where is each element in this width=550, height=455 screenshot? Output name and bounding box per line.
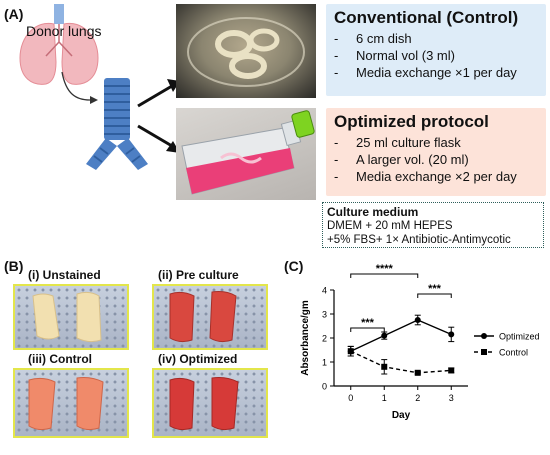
optimized-tissue-photo	[152, 368, 268, 438]
list-item: -Media exchange ×2 per day	[334, 169, 517, 184]
legend-label: Optimized	[499, 332, 540, 342]
y-tick-label: 0	[322, 382, 327, 392]
caption-optimized: (iv) Optimized	[158, 352, 238, 366]
y-axis-label: Absorbance/gm	[300, 300, 311, 376]
petri-dish-photo	[176, 4, 316, 98]
list-item: -A larger vol. (20 ml)	[334, 152, 469, 167]
data-point	[448, 331, 455, 338]
list-item: -Normal vol (3 ml)	[334, 48, 455, 63]
data-point	[347, 348, 354, 355]
culture-medium-box: Culture medium DMEM + 20 mM HEPES +5% FB…	[322, 202, 544, 248]
significance-bracket	[417, 293, 452, 298]
significance-label: ***	[361, 317, 375, 329]
series-line-0	[350, 319, 452, 352]
data-point	[448, 367, 455, 374]
optimized-list: -25 ml culture flask -A larger vol. (20 …	[326, 134, 546, 185]
data-point	[381, 332, 388, 339]
culture-medium-line: DMEM + 20 mM HEPES	[327, 220, 453, 232]
significance-bracket	[350, 327, 385, 332]
control-tissue-photo	[13, 368, 129, 438]
culture-flask-photo	[176, 108, 316, 200]
x-axis-label: Day	[392, 410, 411, 421]
list-item: -25 ml culture flask	[334, 135, 461, 150]
x-tick-label: 3	[449, 393, 454, 403]
conventional-protocol-box: Conventional (Control) -6 cm dish -Norma…	[326, 4, 546, 96]
lung-illustration	[19, 4, 180, 170]
optimized-protocol-box: Optimized protocol -25 ml culture flask …	[326, 108, 546, 196]
y-tick-label: 3	[322, 310, 327, 320]
caption-unstained: (i) Unstained	[28, 268, 101, 282]
caption-control: (iii) Control	[28, 352, 92, 366]
list-item: -Media exchange ×1 per day	[334, 65, 517, 80]
panel-b-label: (B)	[4, 258, 24, 274]
legend-marker	[481, 349, 487, 355]
legend-label: Control	[499, 348, 528, 358]
y-tick-label: 2	[322, 334, 327, 344]
y-tick-label: 1	[322, 358, 327, 368]
caption-pre-culture: (ii) Pre culture	[158, 268, 239, 282]
panel-a-label: (A)	[4, 6, 24, 22]
x-tick-label: 2	[415, 393, 420, 403]
trachea-icon	[86, 78, 148, 170]
conventional-list: -6 cm dish -Normal vol (3 ml) -Media exc…	[326, 30, 546, 81]
unstained-tissue-photo	[13, 284, 129, 350]
panel-c-label: (C)	[284, 258, 304, 274]
x-tick-label: 0	[348, 393, 353, 403]
data-point	[414, 369, 421, 376]
significance-label: ***	[428, 283, 442, 295]
x-tick-label: 1	[382, 393, 387, 403]
culture-medium-title: Culture medium	[327, 205, 419, 219]
pre-culture-tissue-photo	[152, 284, 268, 350]
donor-lungs-label: Donor lungs	[26, 23, 102, 39]
conventional-title: Conventional (Control)	[334, 8, 519, 27]
significance-bracket	[350, 273, 419, 278]
list-item: -6 cm dish	[334, 31, 412, 46]
culture-medium-line: +5% FBS+ 1× Antibiotic-Antimycotic	[327, 234, 511, 246]
significance-label: ****	[376, 263, 394, 275]
optimized-title: Optimized protocol	[334, 112, 489, 131]
legend-marker	[481, 333, 487, 339]
series-line-1	[350, 350, 452, 374]
y-tick-label: 4	[322, 286, 327, 296]
data-point	[381, 363, 388, 370]
data-point	[414, 317, 421, 323]
